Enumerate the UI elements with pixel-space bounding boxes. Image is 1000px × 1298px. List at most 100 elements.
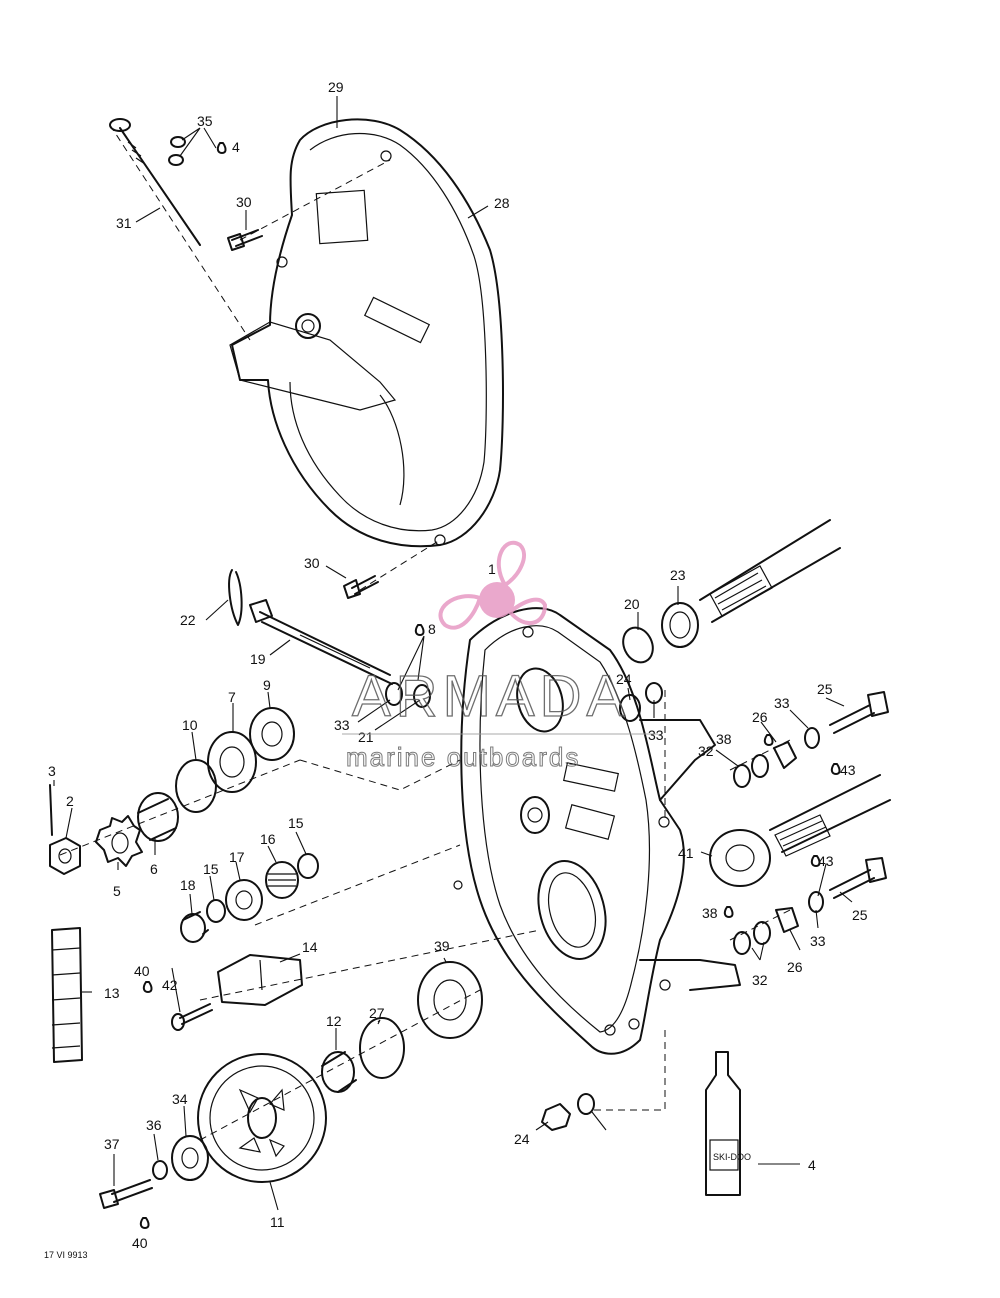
callout-4: 4 bbox=[232, 139, 240, 155]
callout-39: 39 bbox=[434, 938, 450, 954]
adjuster-nuts-upper bbox=[733, 727, 820, 788]
washer-36 bbox=[152, 1160, 168, 1180]
bearing-39 bbox=[417, 961, 483, 1039]
bolt-25-upper bbox=[829, 691, 889, 734]
callout-numbers: 1 2 3 4 4 5 6 7 8 9 10 11 12 13 14 15 15… bbox=[48, 79, 868, 1251]
callout-15: 15 bbox=[288, 815, 304, 831]
chain-13 bbox=[51, 927, 83, 1063]
long-bolt-19 bbox=[249, 599, 393, 685]
bearing-6 bbox=[137, 792, 179, 842]
bearing-12 bbox=[321, 1051, 357, 1093]
callout-1: 1 bbox=[488, 561, 496, 577]
spacer-17 bbox=[225, 879, 263, 921]
callout-35: 35 bbox=[197, 113, 213, 129]
figure-code: 17 VI 9913 bbox=[44, 1250, 88, 1260]
retaining-ring-27 bbox=[359, 1017, 405, 1079]
callout-38: 38 bbox=[702, 905, 718, 921]
callout-33: 33 bbox=[774, 695, 790, 711]
bearing-7 bbox=[207, 731, 257, 793]
callout-38: 38 bbox=[716, 731, 732, 747]
callout-30: 30 bbox=[304, 555, 320, 571]
washers-21 bbox=[385, 682, 431, 708]
callout-33: 33 bbox=[334, 717, 350, 733]
callout-43: 43 bbox=[840, 762, 856, 778]
callout-22: 22 bbox=[180, 612, 196, 628]
chaincase-cover bbox=[229, 118, 504, 548]
washer-15-left bbox=[206, 899, 226, 923]
seal-41 bbox=[709, 829, 771, 887]
callout-23: 23 bbox=[670, 567, 686, 583]
callout-12: 12 bbox=[326, 1013, 342, 1029]
watermark-tagline: marine outboards bbox=[346, 742, 580, 772]
drop-icon bbox=[830, 763, 841, 775]
adjuster-nuts-lower bbox=[733, 891, 824, 955]
sprocket-5 bbox=[95, 815, 143, 867]
callout-3: 3 bbox=[48, 763, 56, 779]
drop-icon bbox=[139, 1217, 150, 1229]
leader-lines bbox=[53, 96, 853, 1211]
callout-41: 41 bbox=[678, 845, 694, 861]
propeller-logo-icon bbox=[438, 540, 548, 630]
callout-18: 18 bbox=[180, 877, 196, 893]
callout-6: 6 bbox=[150, 861, 158, 877]
callout-21: 21 bbox=[358, 729, 374, 745]
oil-bottle-4: SKI-DOO bbox=[705, 1051, 751, 1196]
callout-33: 33 bbox=[810, 933, 826, 949]
callout-15: 15 bbox=[203, 861, 219, 877]
callout-30: 30 bbox=[236, 194, 252, 210]
drop-icon bbox=[414, 624, 425, 636]
chaincase-housing bbox=[453, 607, 741, 1055]
callout-26: 26 bbox=[752, 709, 768, 725]
callout-17: 17 bbox=[229, 849, 245, 865]
callout-14: 14 bbox=[302, 939, 318, 955]
nut-2 bbox=[49, 837, 81, 875]
callout-8: 8 bbox=[428, 621, 436, 637]
seal-9 bbox=[249, 707, 295, 761]
o-rings-35 bbox=[168, 136, 186, 166]
nut-washer-24-lower bbox=[541, 1093, 595, 1131]
drop-icon bbox=[216, 142, 227, 154]
callout-40: 40 bbox=[132, 1235, 148, 1251]
callout-24: 24 bbox=[514, 1131, 530, 1147]
upper-shaft bbox=[699, 519, 841, 623]
callout-29: 29 bbox=[328, 79, 344, 95]
callout-37: 37 bbox=[104, 1136, 120, 1152]
callout-9: 9 bbox=[263, 677, 271, 693]
adjuster-bolt-31 bbox=[109, 118, 201, 246]
bottle-label: SKI-DOO bbox=[713, 1152, 751, 1162]
callout-36: 36 bbox=[146, 1117, 162, 1133]
drop-icon bbox=[810, 855, 821, 867]
washer-15-right bbox=[297, 853, 319, 879]
callout-40: 40 bbox=[134, 963, 150, 979]
pin-3 bbox=[49, 784, 53, 836]
callout-31: 31 bbox=[116, 215, 132, 231]
callout-11: 11 bbox=[270, 1214, 285, 1230]
callout-43: 43 bbox=[818, 853, 834, 869]
callout-32: 32 bbox=[752, 972, 768, 988]
callout-5: 5 bbox=[113, 883, 121, 899]
callout-7: 7 bbox=[228, 689, 236, 705]
callout-34: 34 bbox=[172, 1091, 188, 1107]
ring-20 bbox=[622, 626, 654, 664]
bolt-25-lower bbox=[829, 857, 887, 899]
cotter-pin-22 bbox=[228, 569, 243, 626]
callout-13: 13 bbox=[104, 985, 120, 1001]
screw-30-lower bbox=[343, 575, 379, 599]
callout-19: 19 bbox=[250, 651, 266, 667]
callout-4: 4 bbox=[808, 1157, 816, 1173]
callout-25: 25 bbox=[817, 681, 833, 697]
callout-42: 42 bbox=[162, 977, 178, 993]
watermark-brand: ARMADA bbox=[352, 664, 630, 729]
drop-icon bbox=[723, 906, 734, 918]
screw-30-upper bbox=[227, 229, 263, 251]
drop-icon bbox=[142, 981, 153, 993]
callout-24: 24 bbox=[616, 671, 632, 687]
callout-26: 26 bbox=[787, 959, 803, 975]
drop-icon bbox=[763, 734, 774, 746]
lubricant-drops bbox=[139, 142, 841, 1229]
callout-33: 33 bbox=[648, 727, 664, 743]
callout-32: 32 bbox=[698, 743, 714, 759]
bolt-37 bbox=[99, 1179, 153, 1209]
callout-10: 10 bbox=[182, 717, 198, 733]
